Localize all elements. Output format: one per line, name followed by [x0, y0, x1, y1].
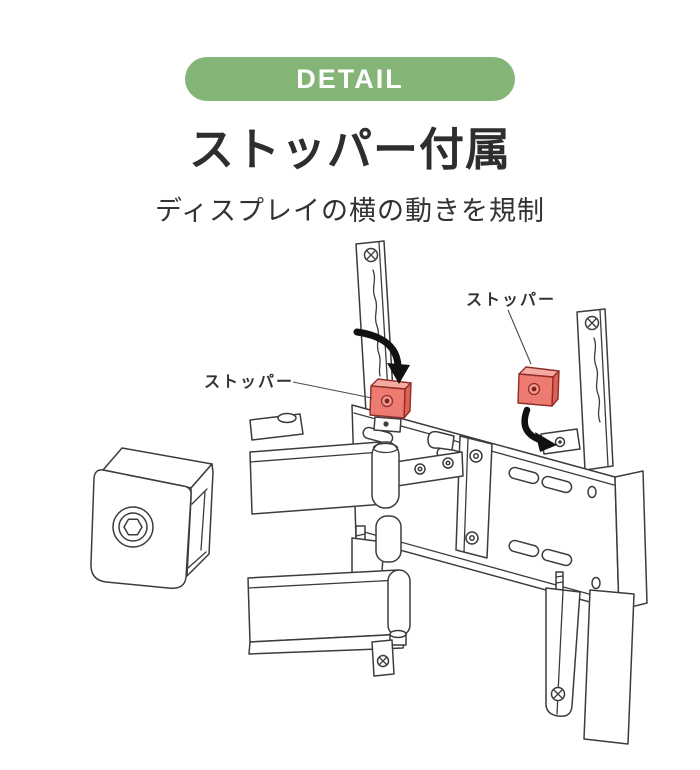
stopper-left	[369, 377, 412, 433]
stopper-closeup	[90, 446, 214, 589]
mid-hinge	[375, 514, 402, 563]
page-title: ストッパー付属	[188, 124, 511, 175]
curved-arrow-left-icon	[353, 328, 410, 384]
articulating-arm	[247, 412, 411, 677]
detail-badge: DETAIL	[185, 57, 515, 101]
upper-hinge	[371, 440, 400, 509]
right-rail	[576, 307, 614, 471]
stopper-label-right: ストッパー	[466, 291, 556, 309]
rail-bolt	[555, 570, 564, 591]
curved-arrow-right-icon	[521, 406, 557, 452]
closeup-clip	[186, 462, 214, 577]
leader-line-left	[292, 380, 373, 399]
arm-link	[394, 450, 464, 487]
mount-diagram-svg: ストッパー ストッパー	[90, 239, 648, 745]
page-subtitle: ディスプレイの横の動きを規制	[154, 195, 546, 226]
detail-badge-label: DETAIL	[296, 63, 404, 94]
stopper-right	[517, 365, 560, 407]
stopper-seat-right	[540, 427, 581, 455]
wall-plate-end-cap	[614, 469, 648, 611]
link-hook	[427, 430, 455, 451]
right-rail-lower	[545, 570, 635, 745]
mount-diagram: ストッパー ストッパー	[0, 236, 700, 756]
leader-line-right	[507, 309, 532, 364]
stopper-label-left: ストッパー	[204, 373, 294, 391]
lower-hinge	[387, 568, 411, 637]
lower-arm-underside	[248, 632, 407, 655]
vesa-bracket	[427, 430, 493, 559]
